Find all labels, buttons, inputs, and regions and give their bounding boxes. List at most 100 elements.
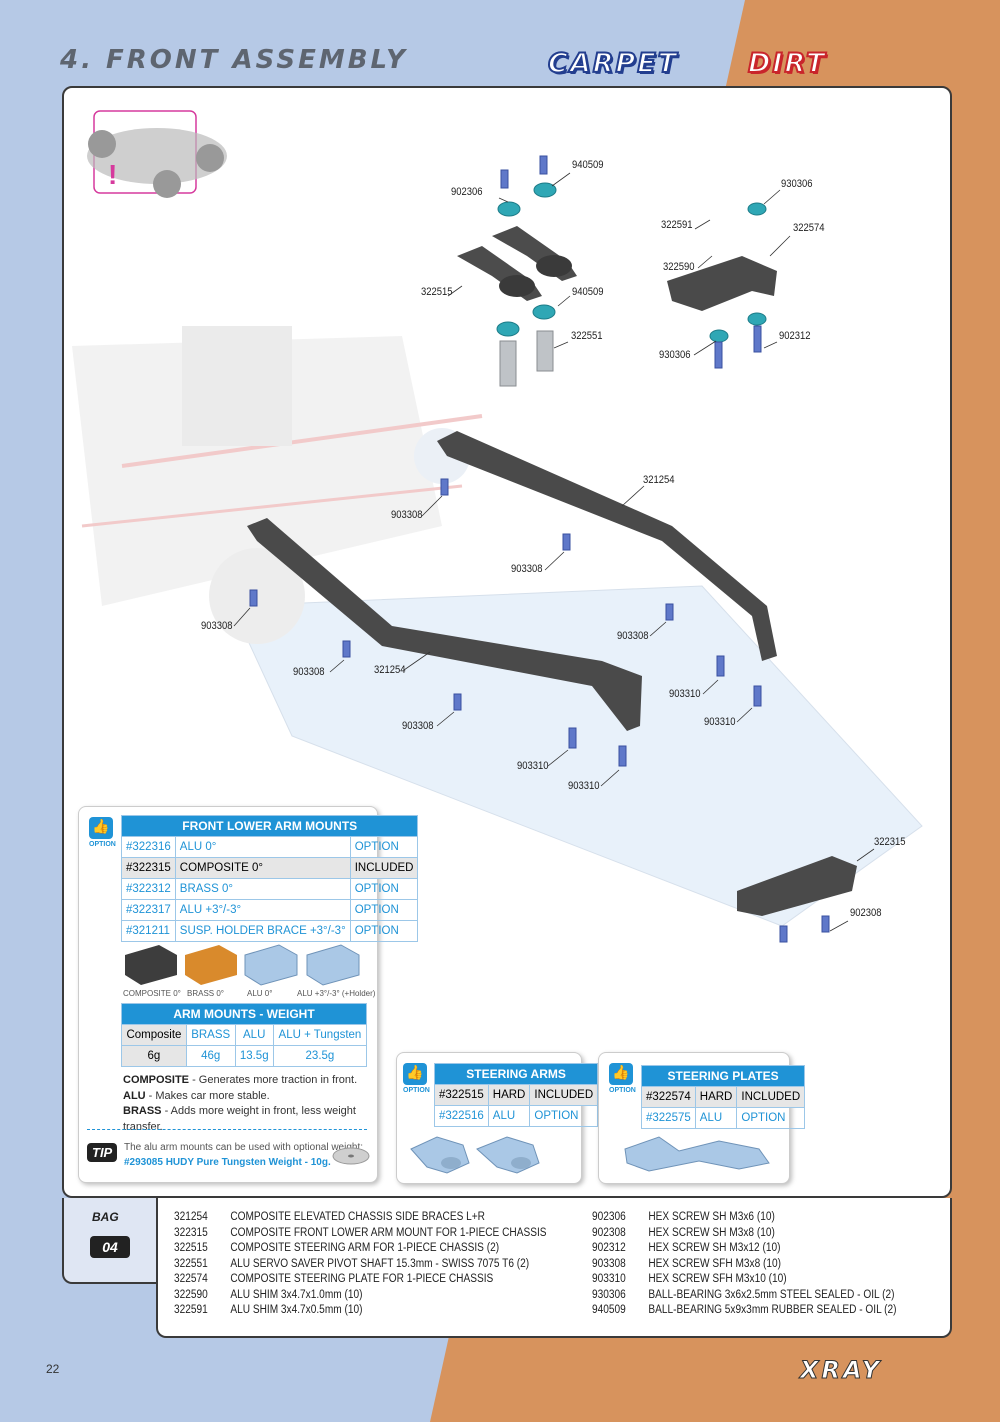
carpet-badge: CARPET xyxy=(547,47,679,80)
thumbs-up-icon xyxy=(403,1063,427,1085)
part-label: 930306 xyxy=(659,349,691,361)
weight-value: 23.5g xyxy=(272,1045,368,1067)
part-label: 903308 xyxy=(201,620,233,632)
table-row: Composite BRASS ALU ALU + Tungsten xyxy=(121,1024,368,1046)
part-label: 903308 xyxy=(617,630,649,642)
material-name: ALU xyxy=(123,1089,146,1102)
part-type: ALU xyxy=(487,1105,531,1127)
part-status: OPTION xyxy=(349,878,419,900)
part-code: #322317 xyxy=(121,899,176,921)
part-code: #322516 xyxy=(434,1105,489,1127)
part-desc: HEX SCREW SH M3x6 (10) xyxy=(648,1211,775,1223)
part-code: 902306 xyxy=(592,1211,626,1223)
part-status: INCLUDED xyxy=(349,857,419,879)
pivot-shafts xyxy=(499,330,554,387)
weight-header: BRASS xyxy=(185,1024,236,1046)
tungsten-weight-image xyxy=(332,1147,370,1165)
part-code: 321254 xyxy=(174,1211,208,1223)
part-status: OPTION xyxy=(736,1107,806,1129)
thumbs-up-icon xyxy=(609,1063,633,1085)
material-name: COMPOSITE xyxy=(123,1074,190,1086)
list-item: 322551 ALU SERVO SAVER PIVOT SHAFT 15.3mm… xyxy=(174,1257,547,1273)
part-code: #322316 xyxy=(121,836,176,858)
part-label: 902308 xyxy=(850,907,882,919)
part-label: 940509 xyxy=(572,159,604,171)
bearings xyxy=(496,182,767,343)
part-label: 903308 xyxy=(391,509,423,521)
option-label: OPTION xyxy=(403,1087,430,1094)
weight-value: 46g xyxy=(185,1045,236,1067)
part-name: SUSP. HOLDER BRACE +3°/-3° xyxy=(174,920,351,942)
part-desc: ALU SHIM 3x4.7x0.5mm (10) xyxy=(230,1304,363,1316)
part-desc: BALL-BEARING 5x9x3mm RUBBER SEALED - OIL… xyxy=(648,1304,897,1316)
part-code: 322574 xyxy=(174,1273,208,1285)
part-label: 321254 xyxy=(643,474,675,486)
part-label: 322590 xyxy=(663,261,695,273)
part-code: #322312 xyxy=(121,878,176,900)
list-item: 322591 ALU SHIM 3x4.7x0.5mm (10) xyxy=(174,1303,547,1319)
part-label: 322551 xyxy=(571,330,603,342)
caption-brass: BRASS 0° xyxy=(187,989,224,998)
material-note: - Generates more traction in front. xyxy=(189,1074,358,1086)
side-brace-left xyxy=(247,518,642,731)
front-lower-arm-mounts-box: OPTION FRONT LOWER ARM MOUNTS #322316ALU… xyxy=(78,806,419,1183)
thumbs-up-icon xyxy=(89,817,113,839)
dirt-badge: DIRT xyxy=(747,47,827,80)
part-label: 902306 xyxy=(451,186,483,198)
part-code: 322591 xyxy=(174,1304,208,1316)
front-lower-arm-mount xyxy=(737,856,857,916)
weight-header: ALU xyxy=(234,1024,274,1046)
part-code: #321211 xyxy=(121,920,176,942)
side-brace-right xyxy=(437,431,777,661)
steering-plate xyxy=(667,256,777,311)
list-item: 902306 HEX SCREW SH M3x6 (10) xyxy=(592,1210,897,1226)
part-code: 940509 xyxy=(592,1304,626,1316)
part-label: 322515 xyxy=(421,286,453,298)
parts-list-left: 321254 COMPOSITE ELEVATED CHASSIS SIDE BR… xyxy=(174,1210,547,1319)
part-desc: HEX SCREW SH M3x12 (10) xyxy=(648,1242,781,1254)
arm-mounts-title: FRONT LOWER ARM MOUNTS xyxy=(120,815,419,837)
part-label: 930306 xyxy=(781,178,813,190)
caption-alu: ALU 0° xyxy=(247,989,273,998)
part-code: 322551 xyxy=(174,1257,208,1270)
part-code: #322574 xyxy=(641,1086,696,1108)
part-type: ALU xyxy=(694,1107,738,1129)
part-desc: HEX SCREW SFH M3x8 (10) xyxy=(648,1257,782,1270)
part-label: 322315 xyxy=(874,836,906,848)
part-name: ALU 0° xyxy=(174,836,351,858)
divider xyxy=(87,1129,367,1130)
part-desc: ALU SERVO SAVER PIVOT SHAFT 15.3mm - SWI… xyxy=(230,1257,530,1270)
bag-label: BAG xyxy=(92,1210,119,1224)
part-label: 321254 xyxy=(374,664,406,676)
part-status: INCLUDED xyxy=(736,1086,806,1108)
part-desc: ALU SHIM 3x4.7x1.0mm (10) xyxy=(230,1288,363,1301)
page-number: 22 xyxy=(46,1362,60,1376)
leader-lines xyxy=(233,172,875,932)
part-code: 902308 xyxy=(592,1226,626,1239)
steering-plate-image xyxy=(624,1136,770,1172)
weight-header: ALU + Tungsten xyxy=(272,1024,368,1046)
part-label: 903310 xyxy=(704,716,736,728)
part-status: OPTION xyxy=(349,899,419,921)
page-title: 4. FRONT ASSEMBLY xyxy=(60,45,408,75)
part-code: #322575 xyxy=(641,1107,696,1129)
part-code: 322515 xyxy=(174,1242,208,1254)
parts-list xyxy=(156,1198,952,1338)
part-desc: COMPOSITE ELEVATED CHASSIS SIDE BRACES L… xyxy=(230,1211,485,1223)
